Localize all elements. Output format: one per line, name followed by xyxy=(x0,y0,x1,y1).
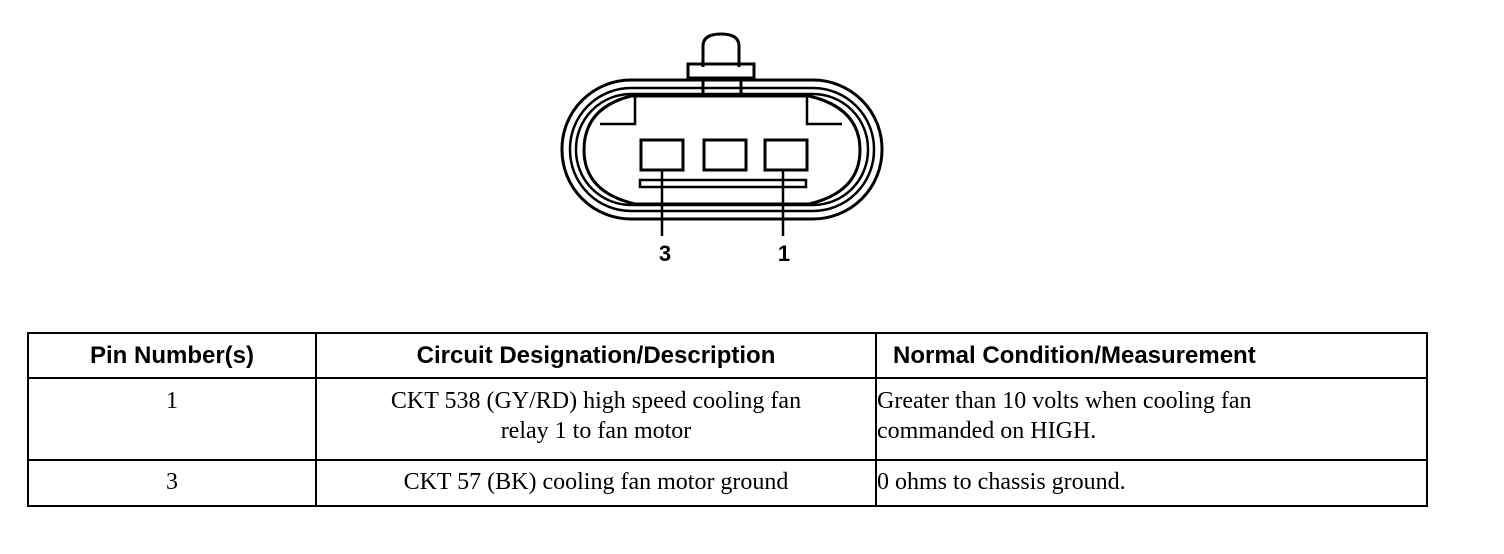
cell-condition: Greater than 10 volts when cooling fan c… xyxy=(875,377,1428,461)
cell-pin: 1 xyxy=(27,377,317,461)
condition-line: 0 ohms to chassis ground. xyxy=(877,469,1126,495)
bottom-rail xyxy=(638,178,808,189)
table-header-row: Pin Number(s) Circuit Designation/Descri… xyxy=(27,332,1428,379)
header-normal-condition: Normal Condition/Measurement xyxy=(875,332,1428,379)
terminal-3 xyxy=(639,138,685,172)
description-line: CKT 57 (BK) cooling fan motor ground xyxy=(403,469,789,495)
condition-line: Greater than 10 volts when cooling fan xyxy=(877,388,1252,414)
cell-description: CKT 538 (GY/RD) high speed cooling fan r… xyxy=(315,377,877,461)
pin-label-3: 3 xyxy=(659,241,671,266)
housing-ring-2 xyxy=(568,86,876,213)
housing-outer xyxy=(560,78,884,221)
cell-description: CKT 57 (BK) cooling fan motor ground xyxy=(315,459,877,507)
cell-condition: 0 ohms to chassis ground. xyxy=(875,459,1428,507)
cell-pin: 3 xyxy=(27,459,317,507)
header-circuit-description: Circuit Designation/Description xyxy=(315,332,877,379)
locking-tab xyxy=(701,32,741,67)
key-left xyxy=(600,97,637,126)
tab-base xyxy=(686,62,756,80)
inner-cavity xyxy=(582,94,862,206)
table-row: 1 CKT 538 (GY/RD) high speed cooling fan… xyxy=(27,377,1428,461)
terminal-2 xyxy=(702,138,748,172)
terminal-1 xyxy=(763,138,809,172)
header-pin-number: Pin Number(s) xyxy=(27,332,317,379)
pin-spec-table: Pin Number(s) Circuit Designation/Descri… xyxy=(27,332,1428,507)
condition-line: commanded on HIGH. xyxy=(877,418,1097,444)
description-line: CKT 538 (GY/RD) high speed cooling fan xyxy=(390,388,802,414)
housing-ring-3 xyxy=(574,92,870,207)
connector-diagram: 3 1 xyxy=(560,32,884,266)
pin-label-1: 1 xyxy=(778,241,790,266)
description-line: relay 1 to fan motor xyxy=(500,418,692,444)
table-row: 3 CKT 57 (BK) cooling fan motor ground 0… xyxy=(27,459,1428,507)
key-right xyxy=(805,97,842,126)
